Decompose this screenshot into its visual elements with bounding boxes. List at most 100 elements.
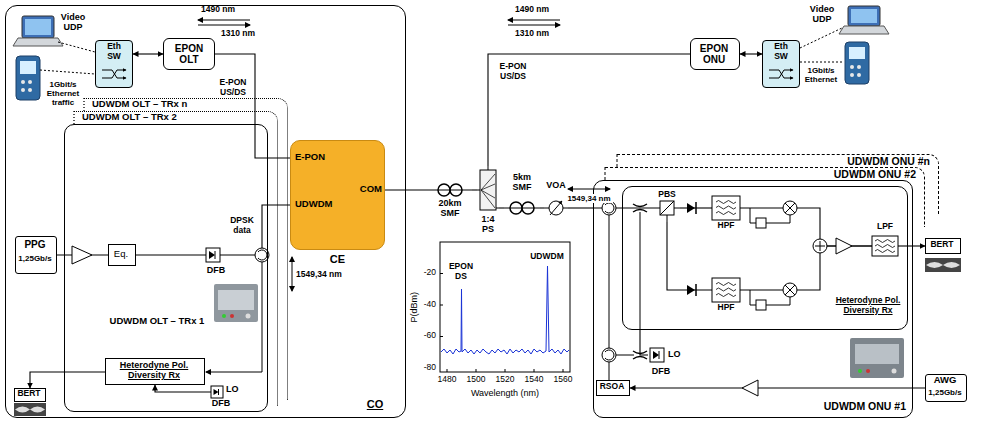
laser-symbol [650,348,664,362]
signal-line [630,387,925,388]
node-text: UDWDM ONU #2 [798,168,916,180]
device-photo [850,338,904,378]
wavelength-arrow [198,20,250,25]
eye-diagram [925,258,961,272]
laptop-icon [848,6,880,26]
node-text: COM [330,184,382,195]
switch-fill [762,40,800,88]
signal-line [667,222,712,290]
beam-splitter [660,201,674,215]
laptop-icon [839,6,889,34]
spectrum-plot [440,242,570,372]
filter-symbol [712,278,740,302]
switch-symbol [769,70,793,78]
media-label: Video UDP [58,12,88,33]
laptop-icon [13,38,63,46]
device-photo [214,284,258,322]
laser-symbol [214,389,219,395]
rsoa-box: RSOA [596,380,630,396]
signal-line [740,208,872,246]
signal-line [499,207,504,208]
fiber-spool [522,202,534,214]
laser-symbol [211,386,223,398]
tester-icon [16,56,40,100]
splitter-node: PBS [654,190,680,222]
axis-title: P(dBm) [409,287,419,327]
node-text: Heterodyne Pol. Diversity Rx [832,296,904,316]
ethernet-dashed-link [40,42,95,74]
site-region: COEth SWEPON OLTE-PONCOMUDWDMCEUDWDM OLT… [5,5,406,418]
node-text: LO [226,384,242,394]
wavelength-arrow [508,25,560,26]
wavelength-arrow [292,257,293,291]
photodiode-symbol [687,285,695,295]
ethernet-dashed-link [58,42,95,52]
laser-node: DFB [203,244,229,278]
switch-fill [95,40,133,88]
laser-symbol [218,389,219,395]
mixer-symbol [785,203,795,213]
delay-line [750,208,790,310]
device-photo [214,284,258,322]
switch-symbol [102,70,126,78]
wavelength-arrow [292,257,293,291]
tester-icon [21,80,25,84]
switch-symbol [769,70,793,78]
wavelength-label: 1490 nm [198,5,238,15]
tester-icon [849,47,865,59]
peak-label: UDWDM [528,252,566,262]
laser-symbol [203,248,229,262]
eye-diagram [14,403,46,416]
tick-label: 1520 [490,375,520,385]
node-text: DFB [203,265,229,275]
axis-title: Wavelength (nm) [455,388,555,398]
optical-path [667,215,668,222]
amplifier-symbol [742,380,758,396]
attenuator-symbol [549,201,563,215]
optical-path [616,355,634,356]
wavelength-label: 1310 nm [218,29,258,39]
tester-box: BERT [925,238,961,254]
optical-path [674,208,680,209]
tick-label: 1560 [548,375,578,385]
node-text: Eth SW [103,42,125,62]
photodiode-symbol [695,202,697,214]
fiber-spool [438,184,450,196]
laptop-icon [839,26,889,34]
photodiode-symbol [695,284,697,296]
filter-symbol [712,196,898,302]
signal-line [898,245,925,246]
tick-label: -60 [412,331,436,341]
switch-box: Eth SW [762,40,800,88]
laptop-icon [22,16,54,38]
ethernet-dashed-link [800,62,844,63]
tick-label: 1480 [432,375,462,385]
traffic-label: 1Gbit/s Ethernet [802,66,840,84]
photodiode-symbol [687,202,696,296]
node-text: HPF [712,221,740,231]
wavelength-label: 1549,34 nm [296,270,346,280]
laser-symbol [209,386,223,398]
filter-symbol [875,240,895,253]
wavelength-arrow [568,189,610,190]
device-photo [892,369,897,374]
wavelength-arrow [198,20,250,21]
node-text: LPF [872,222,898,232]
circulator-symbol [255,248,269,262]
tester-icon [845,42,869,84]
node-text: UDWDM OLT – TRx n [92,99,242,110]
fiber-spool [504,202,540,214]
tick-label: -20 [412,268,436,278]
mixer-symbol [783,201,797,297]
fiber-spool [450,184,462,196]
beam-splitter [660,201,674,215]
laptop-icon [13,16,63,46]
summer-symbol [813,239,827,253]
onu-card: UDWDM ONU #n [617,154,939,214]
node-text: UDWDM ONU #n [812,155,930,167]
power-splitter [481,174,495,208]
node-text: UDWDM OLT – TRx 1 [104,316,210,327]
wavelength-label: 1549,34 nm [565,194,613,203]
peak-label: EPON DS [445,262,477,282]
laser-symbol [659,351,660,359]
